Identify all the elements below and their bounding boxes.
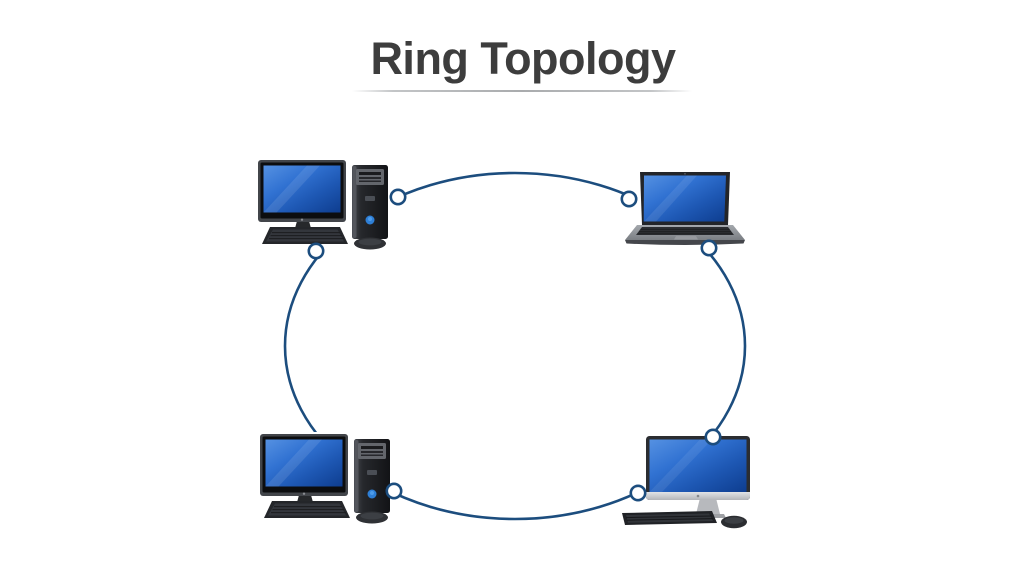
keyboard-row-line: [625, 515, 713, 519]
title-underline: [352, 90, 692, 92]
connector-node: [700, 239, 718, 257]
ring-connection: [283, 171, 747, 521]
webcam-dot: [684, 172, 686, 175]
keyboard-keys: [626, 513, 713, 523]
device-all-in-one-bottom-right: [622, 436, 754, 529]
aio-logo: [696, 494, 700, 498]
connector-node: [704, 428, 722, 446]
laptop-trackpad: [674, 236, 698, 240]
connector-node: [620, 190, 638, 208]
keyboard-row-line: [626, 518, 714, 521]
page-title: Ring Topology: [370, 33, 676, 84]
device-desktop-bottom-left: [258, 432, 396, 526]
connector-node: [385, 482, 403, 500]
laptop-screen: [643, 175, 726, 222]
device-desktop-top-left: [256, 156, 396, 253]
screen-glare: [649, 439, 712, 492]
connector-nodes: [307, 188, 722, 502]
screen-glare: [644, 175, 697, 222]
aio-stand-neck: [696, 498, 720, 514]
device-laptop-top-right: [625, 168, 745, 248]
connector-node: [629, 484, 647, 502]
connector-node: [389, 188, 407, 206]
mouse-highlight: [724, 517, 744, 524]
aio-screen: [649, 439, 747, 492]
connector-node: [307, 242, 325, 260]
